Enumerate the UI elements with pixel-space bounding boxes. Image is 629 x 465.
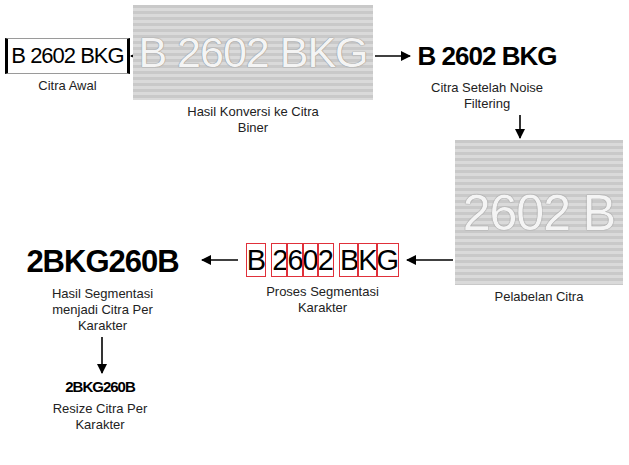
stage-caption: Pelabelan Citra (455, 289, 623, 305)
pipeline-stage: B 2602 BKG Citra Awal (5, 38, 130, 94)
flow-arrow (519, 115, 521, 138)
segmented-char: B (247, 244, 265, 276)
flow-arrow (131, 55, 132, 57)
segmented-char: B (340, 244, 358, 276)
plate-image: 2602 B (455, 140, 623, 285)
flow-arrow (101, 337, 103, 373)
flow-arrow (375, 55, 410, 57)
segmented-char: 0 (303, 244, 318, 276)
plate-text: B 2602 BKG (11, 45, 123, 67)
stage-caption: Hasil Konversi ke Citra Biner (171, 104, 336, 136)
pipeline-stage: 2BKG260B Hasil Segmentasi menjadi Citra P… (5, 240, 200, 334)
stage-caption: Proses Segmentasi Karakter (255, 284, 390, 316)
pipeline-stage: B 2602 BKG Hasil Konversi ke Citra Biner (133, 5, 373, 136)
flow-arrow (202, 259, 238, 261)
pipeline-stage: B 2602 BKG Citra Setelah Noise Filtering (412, 36, 562, 112)
segmented-char: 2 (318, 244, 333, 276)
flow-arrow (407, 259, 453, 261)
stage-caption: Citra Setelah Noise Filtering (412, 80, 562, 112)
plate-text: 2602 B (463, 188, 615, 238)
stage-caption: Hasil Segmentasi menjadi Citra Per Karak… (33, 286, 173, 334)
plate-image: B 2602 BKG (5, 38, 130, 74)
plate-image: 2BKG260B (5, 240, 200, 282)
segmented-char: K (358, 244, 376, 276)
plate-text: 2BKG260B (26, 246, 178, 277)
segmented-char: 6 (287, 244, 302, 276)
pipeline-stage: 2602 B Pelabelan Citra (455, 140, 623, 305)
pipeline-stage: 2BKG260B Resize Citra Per Karakter (25, 375, 175, 433)
plate-text: B 2602 BKG (138, 31, 367, 74)
plate-image: B 2602 BKG (240, 240, 405, 280)
plate-image: 2BKG260B (25, 375, 175, 397)
stage-caption: Citra Awal (5, 78, 130, 94)
segmented-char: 2 (272, 244, 287, 276)
plate-text: B 2602 BKG (418, 43, 557, 69)
plate-image: B 2602 BKG (412, 36, 562, 76)
segmented-char: G (377, 244, 399, 276)
pipeline-stage: B 2602 BKGProses Segmentasi Karakter (240, 240, 405, 316)
plate-text: B 2602 BKG (247, 246, 398, 275)
stage-caption: Resize Citra Per Karakter (43, 401, 158, 433)
plate-image: B 2602 BKG (133, 5, 373, 100)
plate-text: 2BKG260B (65, 379, 135, 394)
